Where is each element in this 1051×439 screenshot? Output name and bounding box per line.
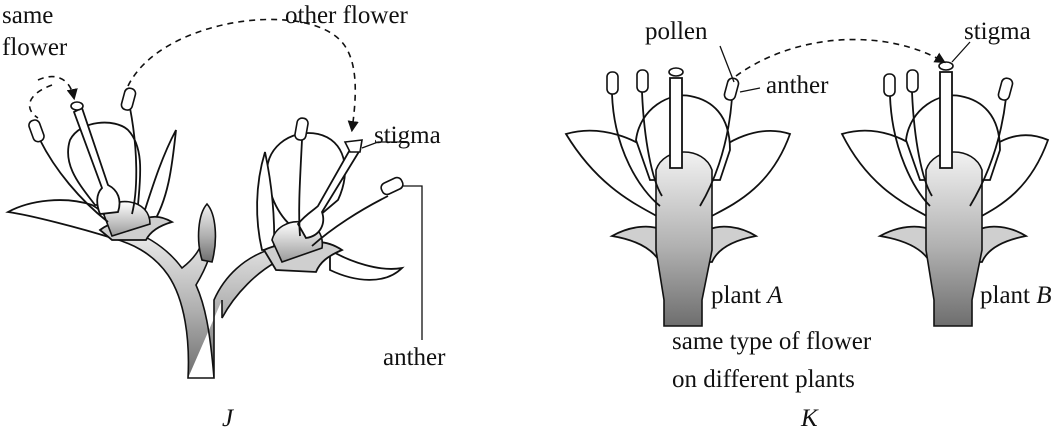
j-label-other-flower: other flower bbox=[285, 2, 408, 30]
j-other-flower-arrow bbox=[128, 19, 355, 130]
k-description-line-1: same type of flower bbox=[672, 328, 871, 356]
k-a-stigma bbox=[669, 68, 683, 76]
k-pollen-leader bbox=[720, 46, 734, 82]
j-right-petal-right bbox=[330, 250, 402, 280]
k-caption: K bbox=[801, 405, 818, 433]
k-label-plant-b-prefix: plant bbox=[980, 282, 1036, 309]
k-label-plant-a: plant A bbox=[711, 282, 783, 310]
k-description-line-2: on different plants bbox=[672, 366, 855, 394]
k-label-pollen: pollen bbox=[645, 18, 708, 46]
k-b-anther-2 bbox=[907, 70, 918, 92]
k-a-pistil bbox=[670, 78, 682, 168]
k-a-stem bbox=[656, 152, 712, 326]
j-label-flower: flower bbox=[2, 34, 67, 62]
j-right-anther-2 bbox=[379, 176, 404, 196]
k-label-anther: anther bbox=[766, 72, 828, 100]
k-b-anther-3 bbox=[997, 77, 1013, 101]
j-stem bbox=[112, 225, 276, 378]
k-b-stigma bbox=[939, 62, 953, 70]
k-label-plant-a-letter: A bbox=[767, 282, 782, 309]
diagram-j bbox=[8, 19, 422, 378]
j-label-stigma: stigma bbox=[374, 122, 441, 150]
j-left-anther-2 bbox=[120, 87, 136, 111]
j-right-stigma bbox=[345, 140, 362, 152]
j-bud bbox=[199, 204, 216, 262]
k-label-stigma: stigma bbox=[964, 18, 1031, 46]
j-left-flower bbox=[8, 87, 176, 240]
j-caption: J bbox=[222, 405, 233, 433]
k-anther-leader bbox=[740, 88, 760, 92]
j-same-arrow-start bbox=[30, 85, 52, 118]
k-a-anther-2 bbox=[637, 70, 648, 92]
k-a-anther-3 bbox=[723, 77, 739, 101]
k-b-pistil bbox=[940, 72, 952, 168]
j-same-flower-arrow bbox=[38, 77, 74, 98]
k-label-plant-a-prefix: plant bbox=[711, 282, 767, 309]
j-left-anther-1 bbox=[28, 119, 46, 143]
k-b-anther-1 bbox=[884, 74, 895, 96]
j-label-same: same bbox=[2, 2, 53, 30]
k-b-stem bbox=[926, 152, 982, 326]
j-left-stigma bbox=[71, 102, 83, 110]
j-anther-leader bbox=[402, 186, 422, 340]
k-a-anther-1 bbox=[607, 72, 618, 94]
j-label-anther: anther bbox=[383, 344, 445, 372]
k-label-plant-b: plant B bbox=[980, 282, 1051, 310]
k-label-plant-b-letter: B bbox=[1036, 282, 1051, 309]
